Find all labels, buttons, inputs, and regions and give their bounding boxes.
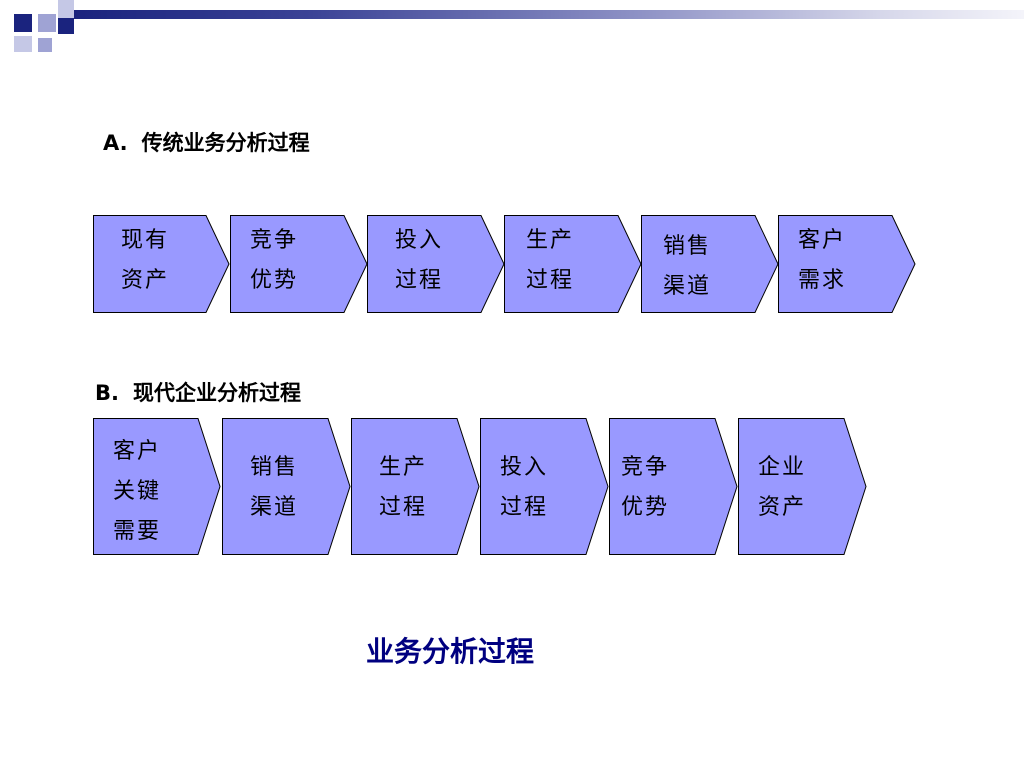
flow-b-step-3-line-1: 生产 <box>379 455 428 480</box>
flow-a-step-4-line-1: 生产 <box>526 228 575 253</box>
flow-b-step-5-line-1: 竞争 <box>621 455 670 480</box>
flow-b-step-4-label: 投入过程 <box>500 448 548 528</box>
flow-b-step-3: 生产过程 <box>351 418 480 555</box>
flow-a-step-3-shape <box>367 215 505 313</box>
header-square-dark-2 <box>58 18 74 34</box>
flow-b-step-2-line-2: 渠道 <box>250 495 299 520</box>
flow-b-step-4: 投入过程 <box>480 418 609 555</box>
flow-b-step-3-shape <box>351 418 480 555</box>
header-square-light-3 <box>14 36 32 52</box>
flow-b-step-6-line-1: 企业 <box>758 455 807 480</box>
flow-b-step-6-label: 企业资产 <box>758 448 806 528</box>
flow-b-step-1-line-3: 需要 <box>113 519 162 544</box>
flow-b-step-5-shape <box>609 418 738 555</box>
header-square-dark-1 <box>14 14 32 32</box>
flow-a-step-3-line-2: 过程 <box>395 268 444 293</box>
flow-a-letter: A. <box>103 131 128 155</box>
flow-a-step-5-shape <box>641 215 779 313</box>
header-square-light-2 <box>58 0 74 18</box>
flow-b-step-4-line-1: 投入 <box>500 455 549 480</box>
flow-b-step-1: 客户关键需要 <box>93 418 221 555</box>
flow-b-step-2-line-1: 销售 <box>250 455 299 480</box>
header-square-light-4 <box>38 38 52 52</box>
flow-a-step-1-line-1: 现有 <box>121 228 170 253</box>
flow-b-step-1-line-2: 关键 <box>113 479 162 504</box>
flow-a-step-1-line-2: 资产 <box>121 268 170 293</box>
flow-b-letter: B. <box>95 381 119 405</box>
flow-b-step-2-shape <box>222 418 351 555</box>
flow-a-step-6-line-1: 客户 <box>798 228 847 253</box>
flow-b-step-1-line-1: 客户 <box>113 439 162 464</box>
flow-a-step-1-label: 现有资产 <box>121 221 169 301</box>
flow-b-step-5: 竞争优势 <box>609 418 738 555</box>
flow-a-step-5-line-1: 销售 <box>663 234 712 259</box>
flow-b-step-2-label: 销售渠道 <box>250 448 298 528</box>
flow-b-step-5-label: 竞争优势 <box>621 448 669 528</box>
flow-a-step-2-line-1: 竞争 <box>250 228 299 253</box>
flow-a-step-2-label: 竞争优势 <box>250 221 298 301</box>
flow-a-step-2-shape <box>230 215 368 313</box>
flow-a-step-5: 销售渠道 <box>641 215 779 313</box>
flow-a-step-4-line-2: 过程 <box>526 268 575 293</box>
flow-a-step-3: 投入过程 <box>367 215 505 313</box>
flow-a-step-4: 生产过程 <box>504 215 642 313</box>
flow-b-step-6-line-2: 资产 <box>758 495 807 520</box>
flow-a-step-2-line-2: 优势 <box>250 268 299 293</box>
flow-b-step-1-label: 客户关键需要 <box>113 432 161 552</box>
flow-b-step-1-shape <box>93 418 221 555</box>
flow-b-step-6: 企业资产 <box>738 418 867 555</box>
flow-a-step-5-label: 销售渠道 <box>663 227 711 307</box>
flow-a-step-3-line-1: 投入 <box>395 228 444 253</box>
flow-b-step-5-line-2: 优势 <box>621 495 670 520</box>
flow-b-step-3-line-2: 过程 <box>379 495 428 520</box>
header-gradient-bar <box>74 10 1024 19</box>
flow-a-step-6-label: 客户需求 <box>798 221 846 301</box>
flow-a-step-1-shape <box>93 215 230 313</box>
flow-a-step-6-line-2: 需求 <box>798 268 847 293</box>
flow-a-step-3-label: 投入过程 <box>395 221 443 301</box>
flow-b-step-4-line-2: 过程 <box>500 495 549 520</box>
flow-b-step-4-shape <box>480 418 609 555</box>
flow-b-step-2: 销售渠道 <box>222 418 351 555</box>
flow-b-step-6-shape <box>738 418 867 555</box>
flow-a-step-1: 现有资产 <box>93 215 230 313</box>
flow-a-step-6: 客户需求 <box>778 215 916 313</box>
flow-b-title-text: 现代企业分析过程 <box>132 380 301 405</box>
flow-b-title: B. 现代企业分析过程 <box>95 377 301 407</box>
flow-a-step-4-shape <box>504 215 642 313</box>
flow-b-step-3-label: 生产过程 <box>379 448 427 528</box>
header-square-light-1 <box>38 14 56 32</box>
flow-a-step-4-label: 生产过程 <box>526 221 574 301</box>
flow-a-step-2: 竞争优势 <box>230 215 368 313</box>
flow-a-step-6-shape <box>778 215 916 313</box>
flow-a-title: A. 传统业务分析过程 <box>103 127 310 157</box>
caption: 业务分析过程 <box>365 635 534 668</box>
flow-a-step-5-line-2: 渠道 <box>663 274 712 299</box>
flow-a-title-text: 传统业务分析过程 <box>141 130 310 155</box>
